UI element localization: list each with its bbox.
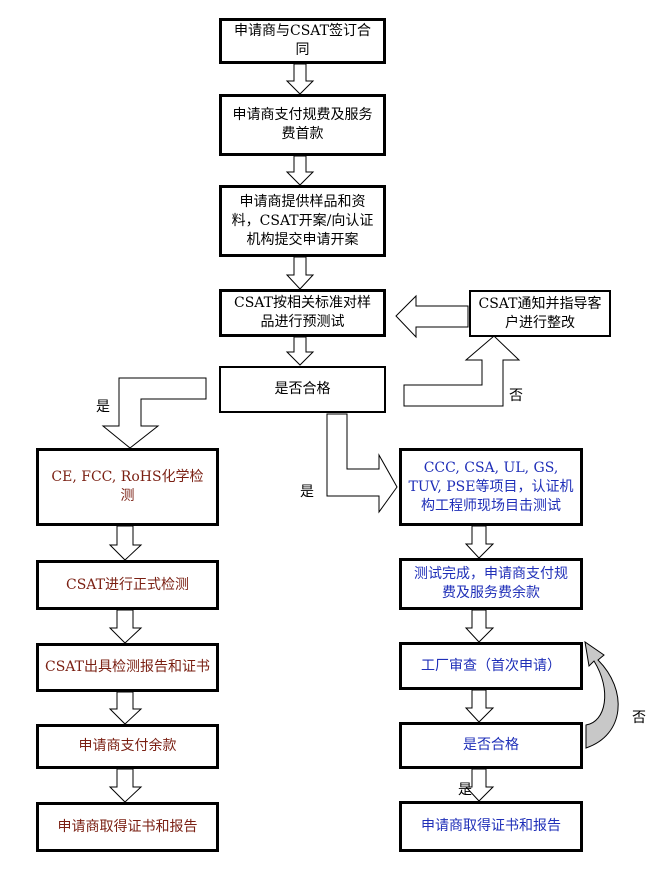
arrow-right-col-2 [464, 609, 495, 643]
fix-box: CSAT通知并指导客户进行整改 [469, 290, 611, 337]
step-pay-first: 申请商支付规费及服务费首款 [219, 94, 386, 156]
left-step-chemical-test: CE, FCC, RoHS化学检测 [36, 448, 219, 526]
right-step-witness-test-text: CCC, CSA, UL, GS, TUV, PSE等项目，认证机构工程师现场目… [408, 459, 574, 514]
arrow-right-col-1 [464, 525, 495, 559]
arrow-down-2 [285, 155, 315, 186]
label-yes-mid: 是 [300, 484, 314, 500]
left-step-obtain-certificate: 申请商取得证书和报告 [36, 802, 219, 852]
step-sign-contract: 申请商与CSAT签订合同 [219, 18, 386, 64]
arrow-right-col-4 [464, 768, 495, 802]
decision-pass: 是否合格 [219, 366, 386, 413]
right-step-obtain-certificate-text: 申请商取得证书和报告 [421, 818, 561, 834]
right-step-obtain-certificate: 申请商取得证书和报告 [399, 801, 583, 852]
arrow-left-fix [395, 294, 469, 339]
decision-pass-text: 是否合格 [274, 381, 331, 397]
step-pay-first-text: 申请商支付规费及服务费首款 [232, 107, 373, 142]
left-step-pay-balance: 申请商支付余款 [36, 724, 219, 769]
right-step-factory-audit: 工厂审查（首次申请） [399, 642, 583, 690]
arrow-right-col-3 [464, 689, 495, 723]
arrow-left-col-4 [108, 768, 143, 803]
left-step-formal-test-text: CSAT进行正式检测 [66, 576, 189, 593]
right-step-factory-audit-text: 工厂审查（首次申请） [421, 657, 561, 674]
arrow-left-col-3 [108, 691, 143, 725]
step-submit-samples-text: 申请商提供样品和资料，CSAT开案/向认证机构提交申请开案 [231, 193, 374, 248]
left-step-obtain-certificate-text: 申请商取得证书和报告 [57, 818, 198, 835]
label-no-bottom: 否 [632, 710, 646, 726]
arrow-decision-to-left [101, 377, 207, 449]
arrow-left-col-1 [108, 525, 143, 561]
right-step-decision: 是否合格 [399, 722, 583, 769]
left-step-pay-balance-text: 申请商支付余款 [78, 738, 177, 754]
step-sign-contract-text: 申请商与CSAT签订合同 [234, 23, 371, 58]
curved-feedback-arrow [584, 640, 619, 749]
right-step-pay-balance: 测试完成，申请商支付规费及服务费余款 [399, 558, 583, 610]
label-yes-left: 是 [96, 399, 110, 415]
left-step-issue-report: CSAT出具检测报告和证书 [36, 643, 219, 692]
right-step-witness-test: CCC, CSA, UL, GS, TUV, PSE等项目，认证机构工程师现场目… [399, 448, 583, 526]
step-pretest: CSAT按相关标准对样品进行预测试 [219, 289, 386, 337]
arrow-decision-to-right [326, 413, 398, 514]
right-step-decision-text: 是否合格 [463, 737, 519, 753]
fix-box-text: CSAT通知并指导客户进行整改 [478, 295, 602, 331]
label-no-top: 否 [509, 388, 523, 404]
label-yes-bottom: 是 [458, 782, 472, 798]
left-step-chemical-test-text: CE, FCC, RoHS化学检测 [51, 469, 204, 504]
step-pretest-text: CSAT按相关标准对样品进行预测试 [234, 295, 371, 330]
arrow-down-1 [285, 63, 315, 95]
left-step-formal-test: CSAT进行正式检测 [36, 560, 219, 610]
arrow-down-4 [285, 336, 315, 366]
arrow-down-3 [285, 256, 315, 290]
left-step-issue-report-text: CSAT出具检测报告和证书 [45, 659, 210, 675]
arrow-left-col-2 [108, 609, 143, 644]
right-step-pay-balance-text: 测试完成，申请商支付规费及服务费余款 [414, 566, 568, 601]
arrow-decision-to-fix [403, 335, 521, 407]
step-submit-samples: 申请商提供样品和资料，CSAT开案/向认证机构提交申请开案 [219, 185, 386, 257]
